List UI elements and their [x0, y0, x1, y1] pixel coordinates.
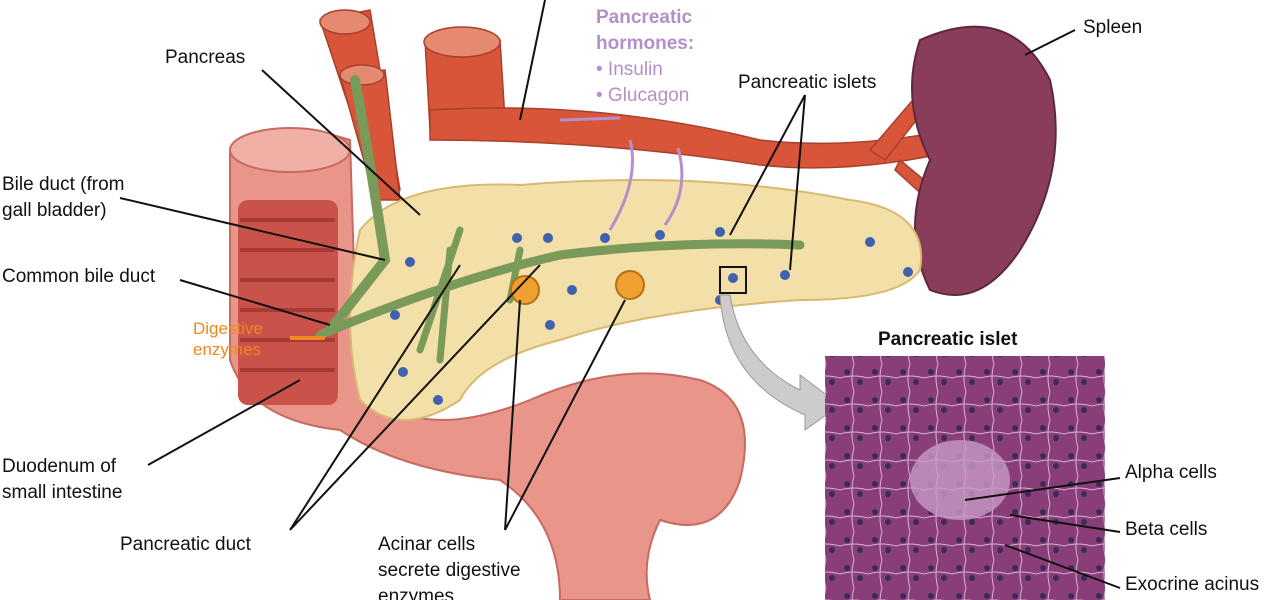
- label-bile-duct-line1: Bile duct (from: [2, 174, 125, 195]
- islet-selection-box: [719, 266, 747, 294]
- label-pancreatic-duct: Pancreatic duct: [120, 534, 251, 555]
- hormone-arrows: [559, 116, 684, 231]
- label-exocrine-acinus: Exocrine acinus: [1125, 574, 1260, 595]
- label-beta-cells: Beta cells: [1125, 519, 1208, 540]
- islets: [390, 227, 913, 405]
- label-bile-duct-line2: gall bladder): [2, 200, 107, 221]
- label-duodenum-line2: small intestine: [2, 482, 123, 503]
- label-common-bile-duct: Common bile duct: [2, 266, 156, 287]
- label-bile-duct: Bile duct (from gall bladder): [2, 172, 124, 224]
- leader-lines: [119, 0, 1121, 589]
- label-duodenum: Duodenum of small intestine: [2, 454, 122, 506]
- label-acinar-line2: secrete digestive: [378, 560, 521, 581]
- label-pancreas: Pancreas: [165, 47, 246, 68]
- label-insulin: • Insulin: [596, 59, 663, 80]
- label-spleen: Spleen: [1083, 17, 1143, 38]
- label-acinar-line1: Acinar cells: [378, 534, 476, 555]
- label-hormones-line1: Pancreatic: [596, 7, 693, 28]
- zoom-arrow: [719, 294, 841, 431]
- spleen-organ: [911, 25, 1057, 296]
- label-hormones-line2: hormones:: [596, 33, 695, 54]
- label-pancreatic-islets: Pancreatic islets: [738, 72, 877, 93]
- label-duodenum-line1: Duodenum of: [2, 456, 117, 477]
- label-acinar-line3: enzymes: [378, 586, 455, 600]
- label-alpha-cells: Alpha cells: [1125, 462, 1217, 483]
- label-glucagon: • Glucagon: [596, 85, 690, 106]
- label-digestive-enzymes: Digestive enzymes: [193, 318, 263, 360]
- duodenum: [229, 127, 746, 600]
- label-islet-title: Pancreatic islet: [878, 329, 1018, 350]
- ducts: [315, 75, 805, 364]
- label-pancreatic-hormones: Pancreatic hormones: • Insulin • Glucago…: [596, 5, 694, 109]
- label-digestive-enzymes-line2: enzymes: [193, 340, 262, 359]
- acini: [510, 270, 645, 305]
- label-acinar-cells: Acinar cells secrete digestive enzymes: [378, 532, 521, 600]
- label-digestive-enzymes-line1: Digestive: [193, 319, 263, 338]
- islet-micrograph: [825, 356, 1105, 600]
